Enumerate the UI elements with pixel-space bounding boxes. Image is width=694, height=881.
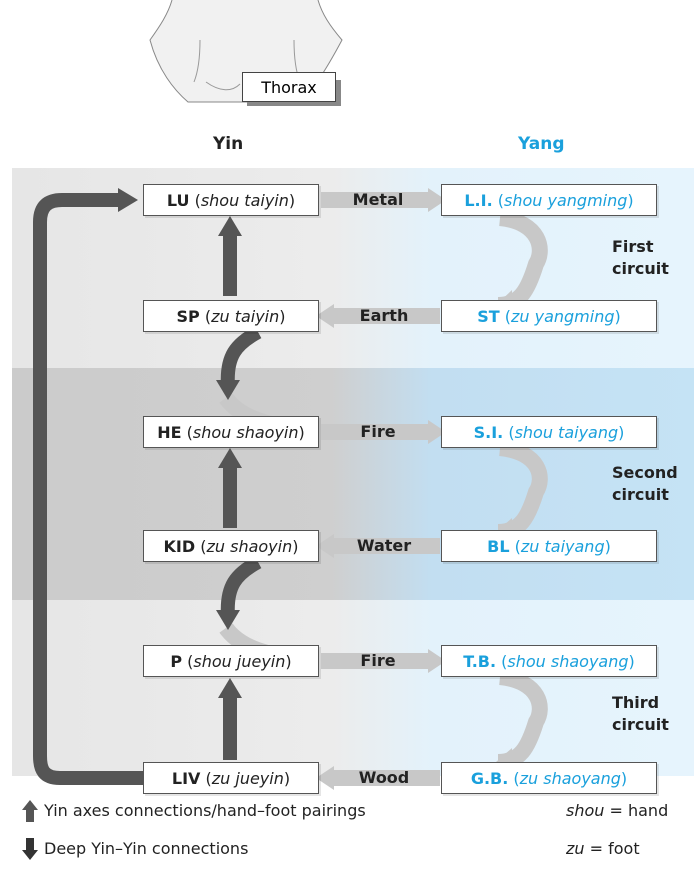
yang-meridian: zu yangming [510, 306, 615, 326]
legend-up-label: Yin axes connections/hand–foot pairings [44, 801, 366, 820]
yang-meridian: shou yangming [504, 190, 628, 210]
yang-abbr: T.B. [463, 651, 497, 671]
legend-shou: shou = hand [566, 801, 668, 820]
yang-abbr: S.I. [473, 422, 504, 442]
element-label-fire: Fire [360, 422, 396, 441]
circuit-label-first: First circuit [612, 236, 694, 280]
arrow-li-st-curve [497, 210, 548, 313]
yang-abbr: ST [477, 306, 500, 326]
yin-box-lu: LU (shou taiyin) [143, 184, 319, 216]
yang-box-bl: BL (zu taiyang) [441, 530, 657, 562]
element-label-wood: Wood [358, 768, 410, 787]
yin-box-he: HE (shou shaoyin) [143, 416, 319, 448]
circuit-line1: Second [612, 463, 678, 482]
yin-meridian: zu taiyin [211, 306, 280, 326]
element-label-metal: Metal [352, 190, 404, 209]
yin-abbr: KID [163, 536, 196, 556]
yin-box-kid: KID (zu shaoyin) [143, 530, 319, 562]
zu-term: zu [566, 839, 585, 858]
yang-box-li: L.I. (shou yangming) [441, 184, 657, 216]
yang-box-gb: G.B. (zu shaoyang) [441, 762, 657, 794]
yin-meridian: zu jueyin [211, 768, 284, 788]
yang-header: Yang [518, 134, 565, 154]
circuit-label-second: Second circuit [612, 462, 694, 506]
element-label-fire: Fire [360, 651, 396, 670]
yin-header: Yin [213, 134, 244, 154]
yin-meridian: zu shaoyin [206, 536, 293, 556]
element-label-earth: Earth [359, 306, 409, 325]
yin-meridian: shou jueyin [193, 651, 286, 671]
thorax-text: Thorax [261, 77, 317, 97]
yang-meridian: shou shaoyang [507, 651, 629, 671]
yang-abbr: L.I. [464, 190, 493, 210]
circuit-line2: circuit [612, 259, 669, 278]
shou-meaning: = hand [604, 801, 669, 820]
yang-abbr: BL [487, 536, 510, 556]
yin-meridian: shou taiyin [200, 190, 289, 210]
arrow-tb-gb-curve [497, 669, 548, 770]
yin-box-p: P (shou jueyin) [143, 645, 319, 677]
yang-meridian: zu taiyang [520, 536, 605, 556]
element-label-water: Water [356, 536, 412, 555]
yin-meridian: shou shaoyin [192, 422, 299, 442]
shou-term: shou [566, 801, 605, 820]
yin-box-sp: SP (zu taiyin) [143, 300, 319, 332]
circuit-line2: circuit [612, 715, 669, 734]
yin-box-liv: LIV (zu jueyin) [143, 762, 319, 794]
legend-down-arrow-icon [22, 838, 38, 860]
circuit-line1: Third [612, 693, 660, 712]
yang-meridian: shou taiyang [514, 422, 619, 442]
arrow-si-bl-curve [497, 440, 548, 540]
yin-abbr: P [170, 651, 183, 671]
circuit-label-third: Third circuit [612, 692, 694, 736]
third-circuit-band [12, 600, 694, 776]
legend-down-label: Deep Yin–Yin connections [44, 839, 249, 858]
yang-meridian: zu shaoyang [519, 768, 621, 788]
yang-box-si: S.I. (shou taiyang) [441, 416, 657, 448]
yang-box-st: ST (zu yangming) [441, 300, 657, 332]
circuit-line1: First [612, 237, 654, 256]
legend-zu: zu = foot [566, 839, 640, 858]
arrow-liv-lu-loop [33, 193, 143, 785]
yang-box-tb: T.B. (shou shaoyang) [441, 645, 657, 677]
zu-meaning: = foot [584, 839, 640, 858]
yin-abbr: HE [157, 422, 182, 442]
yin-abbr: LIV [171, 768, 201, 788]
yang-abbr: G.B. [470, 768, 509, 788]
arrow-kid-p-deep [220, 555, 262, 617]
circuit-line2: circuit [612, 485, 669, 504]
yin-abbr: LU [166, 190, 190, 210]
yin-abbr: SP [176, 306, 200, 326]
thorax-label: Thorax [242, 72, 336, 102]
arrow-sp-he-deep [220, 325, 262, 387]
legend-up-arrow-icon [22, 800, 38, 822]
